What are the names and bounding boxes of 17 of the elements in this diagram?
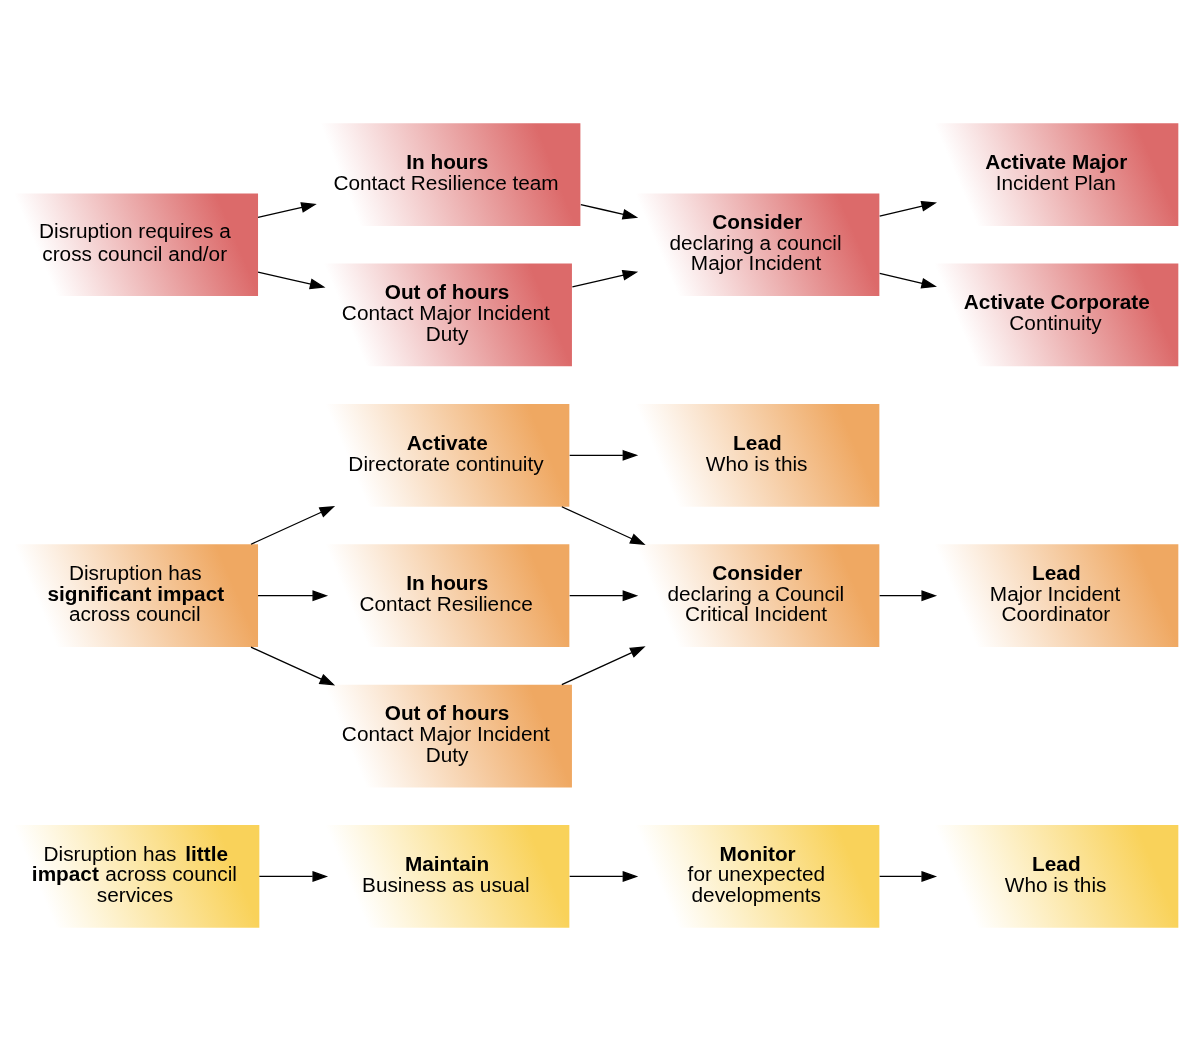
arrow (879, 272, 937, 289)
arrow (250, 505, 336, 545)
arrow (258, 870, 329, 882)
arrow (879, 200, 937, 217)
arrow (561, 645, 646, 685)
arrow (257, 201, 317, 218)
arrow (250, 646, 336, 685)
arrow (571, 269, 639, 287)
arrow (569, 589, 639, 601)
arrow (879, 870, 938, 882)
arrow (257, 589, 329, 601)
arrow (879, 589, 938, 601)
arrow (569, 870, 639, 882)
arrow (257, 270, 326, 289)
arrow (580, 203, 639, 220)
arrow (569, 449, 639, 461)
arrow (561, 505, 646, 545)
